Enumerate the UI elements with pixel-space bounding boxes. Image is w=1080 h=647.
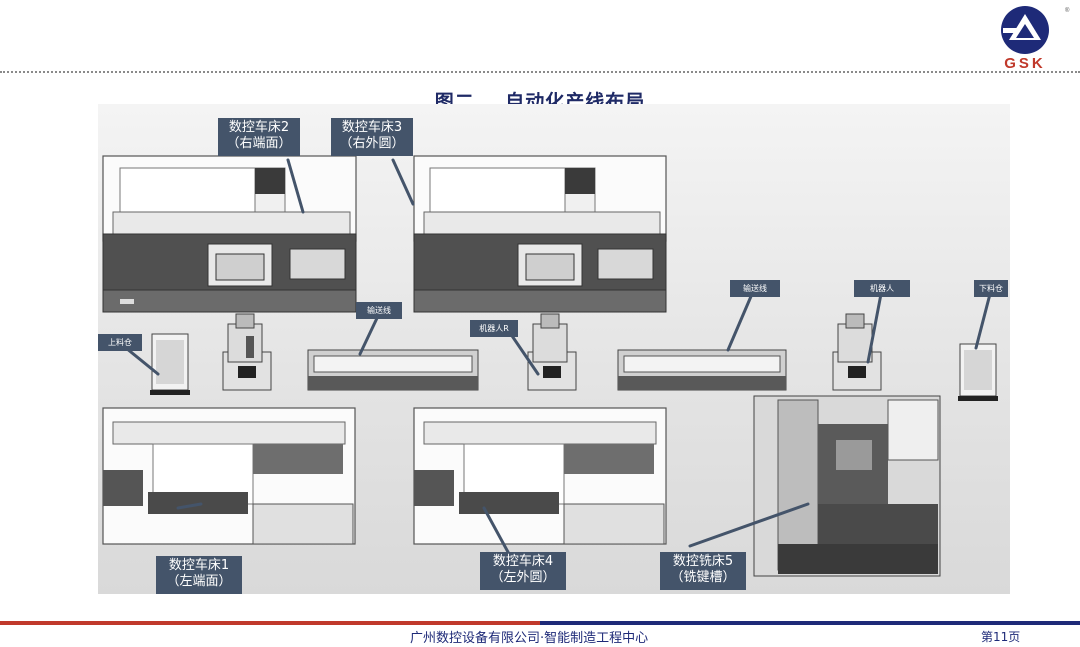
page-number: 第11页 [981, 630, 1021, 644]
layout-diagram: 数控车床2 （右端面） 数控车床3 （右外圆） 数控车床1 （左端面） 数控车床… [98, 104, 1010, 594]
load-bin [150, 333, 190, 395]
label-lathe-4: 数控车床4 （左外圆） [480, 552, 566, 590]
footer-bar-blue [540, 621, 1080, 625]
robot-r [527, 313, 577, 391]
label-lathe-1: 数控车床1 （左端面） [156, 556, 242, 594]
label-conveyor-b: 输送线 [730, 280, 780, 297]
svg-text:®: ® [1065, 7, 1070, 14]
label-lathe-3: 数控车床3 （右外圆） [331, 118, 413, 156]
label-lathe-2: 数控车床2 （右端面） [218, 118, 300, 156]
lathe-3-machine [413, 155, 667, 313]
lathe-4-machine [413, 407, 667, 545]
robot-left [222, 313, 272, 391]
gsk-logo: GSK ® [1001, 6, 1070, 70]
label-robot-r: 机器人R [470, 320, 518, 337]
conveyor-a [307, 349, 479, 391]
label-load-bin: 上料仓 [98, 334, 142, 351]
label-robot: 机器人 [854, 280, 910, 297]
lathe-1-machine [102, 407, 356, 545]
footer-company: 广州数控设备有限公司·智能制造工程中心 [410, 631, 649, 646]
robot-right [832, 313, 882, 391]
label-mill-5: 数控铣床5 （铣键槽） [660, 552, 746, 590]
label-unload-bin: 下料仓 [974, 280, 1008, 297]
svg-text:GSK: GSK [1004, 55, 1046, 70]
lathe-2-machine [102, 155, 357, 313]
conveyor-b [617, 349, 787, 391]
label-conveyor-a: 输送线 [356, 302, 402, 319]
mill-5-machine [753, 395, 941, 577]
unload-bin [958, 343, 998, 401]
footer-bar-red [0, 621, 540, 625]
header-divider [0, 71, 1080, 73]
